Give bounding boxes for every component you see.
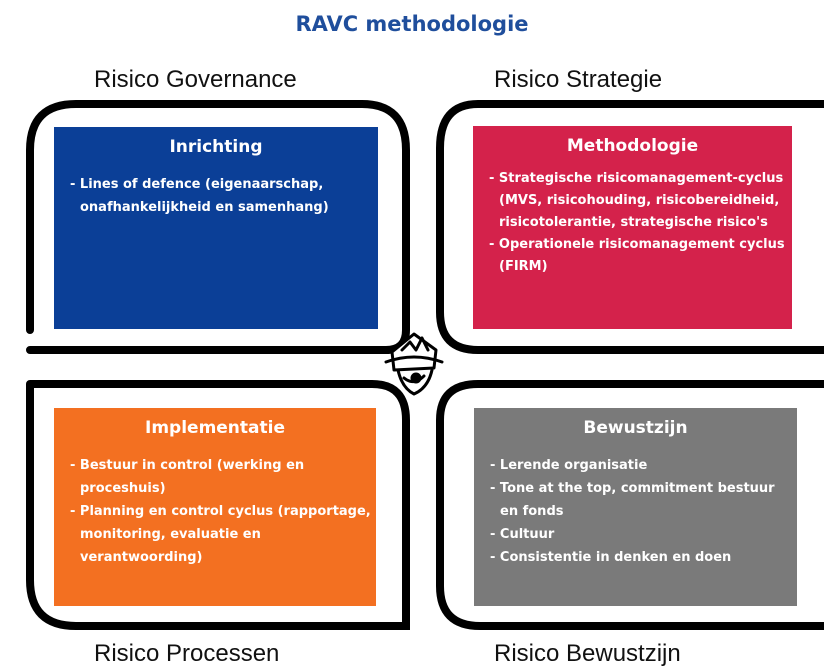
box-methodologie: Methodologie Strategische risicomanageme… <box>473 126 792 329</box>
label-risico-governance: Risico Governance <box>94 66 297 93</box>
box-implementatie: Implementatie Bestuur in control (werkin… <box>54 408 376 606</box>
frame-bottom-left <box>26 380 410 630</box>
list-item: Lerende organisatie <box>474 454 797 477</box>
page-title: RAVC methodologie <box>295 12 529 36</box>
list-item: Consistentie in denken en doen <box>474 546 797 569</box>
list-item: Tone at the top, commitment bestuur en f… <box>474 477 797 523</box>
box-bewustzijn: Bewustzijn Lerende organisatie Tone at t… <box>474 408 797 606</box>
list-item: Strategische risicomanagement-cyclus (MV… <box>473 168 792 234</box>
label-risico-bewustzijn: Risico Bewustzijn <box>494 640 681 667</box>
list-item: Operationele risicomanagement cyclus (FI… <box>473 234 792 278</box>
frame-bottom-right <box>436 380 824 630</box>
box-title: Inrichting <box>169 137 263 157</box>
label-risico-processen: Risico Processen <box>94 640 280 667</box>
box-title: Methodologie <box>566 136 699 156</box>
item-list: Strategische risicomanagement-cyclus (MV… <box>473 168 792 278</box>
box-title: Implementatie <box>145 418 285 438</box>
item-list: Lines of defence (eigenaarschap, onafhan… <box>54 173 378 219</box>
lighthouse-logo-icon <box>384 332 444 396</box>
list-item: Bestuur in control (werking en proceshui… <box>54 454 376 500</box>
box-title: Bewustzijn <box>583 418 688 438</box>
list-item: Lines of defence (eigenaarschap, onafhan… <box>54 173 378 219</box>
frame-top-right <box>436 100 824 354</box>
item-list: Bestuur in control (werking en proceshui… <box>54 454 376 569</box>
list-item: Cultuur <box>474 523 797 546</box>
box-inrichting: Inrichting Lines of defence (eigenaarsch… <box>54 127 378 329</box>
item-list: Lerende organisatie Tone at the top, com… <box>474 454 797 569</box>
label-risico-strategie: Risico Strategie <box>494 66 663 93</box>
list-item: Planning en control cyclus (rapportage, … <box>54 500 376 569</box>
